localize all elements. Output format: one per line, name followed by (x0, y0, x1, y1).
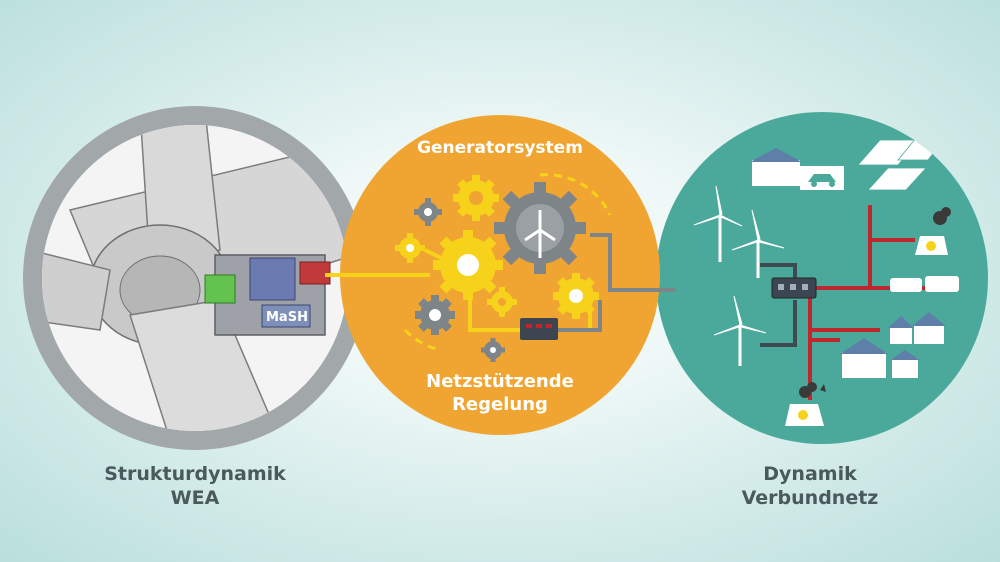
turbine-model: MaSH (42, 125, 348, 431)
right-caption-line-1: Dynamik (763, 463, 857, 485)
center-circle (325, 115, 676, 435)
grid-support-control-label: Netzstützende Regelung (400, 370, 600, 416)
gear-icon-yellow-main (433, 230, 503, 300)
left-circle: MaSH (23, 106, 367, 450)
mash-logo: MaSH (266, 310, 308, 325)
subtitle-line-1: Netzstützende (426, 371, 574, 392)
gear-icon-gray-bottom (481, 338, 505, 362)
gear-icon-gray-small (414, 198, 442, 226)
storage-tank-icon (890, 276, 959, 292)
houses-icon (840, 312, 946, 378)
converter-icon (520, 318, 558, 340)
right-circle (656, 112, 988, 444)
wind-turbine-icon (693, 185, 785, 366)
generator-system-title: Generatorsystem (417, 138, 583, 158)
gear-icon-large-gray (494, 182, 586, 274)
gear-icon-yellow-small (487, 287, 517, 317)
subtitle-line-2: Regelung (452, 394, 548, 415)
house-ev-icon (750, 148, 844, 190)
gear-icon-yellow-right (553, 273, 599, 319)
left-caption-line-2: WEA (170, 487, 220, 509)
gear-icon-gray-left (415, 295, 455, 335)
gear-icon-yellow-left (395, 233, 425, 263)
left-caption-line-1: Strukturdynamik (104, 463, 286, 485)
right-caption: Dynamik Verbundnetz (710, 462, 910, 510)
right-caption-line-2: Verbundnetz (741, 487, 879, 509)
left-caption: Strukturdynamik WEA (90, 462, 300, 510)
gear-icon-yellow-top (453, 175, 499, 221)
power-plant-icon (785, 207, 951, 426)
